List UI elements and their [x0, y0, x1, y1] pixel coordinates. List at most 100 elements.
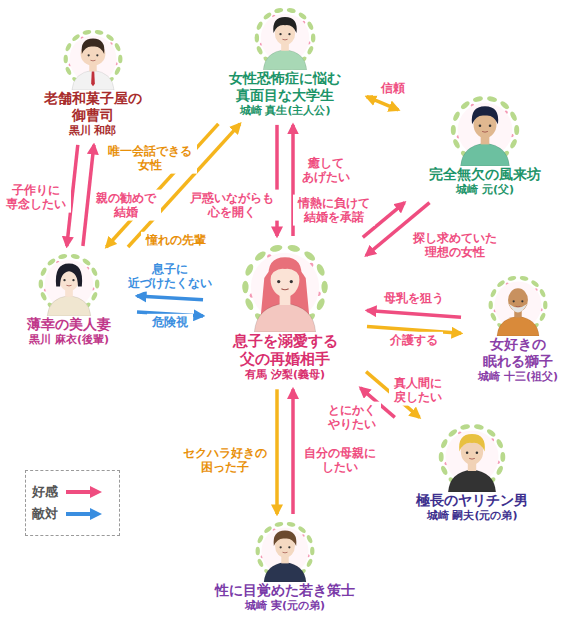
mouth	[283, 552, 288, 554]
character-node: 女性恐怖症に悩む 真面目な大学生城崎 真生(主人公)	[207, 4, 363, 121]
relation-label: 母乳を狙う	[379, 290, 449, 306]
eye	[521, 300, 523, 302]
hair	[56, 264, 82, 287]
relation-arrow	[367, 97, 399, 110]
leaf-decoration	[274, 521, 283, 527]
eye	[479, 124, 482, 127]
character-node: 極長のヤリチン男城崎 嗣夫(元の弟)	[389, 420, 555, 526]
swatch-head	[90, 508, 102, 520]
leaf-decoration	[63, 55, 67, 64]
leaf-decoration	[543, 301, 547, 310]
leaf-decoration	[286, 521, 295, 527]
relation-arrow	[291, 389, 295, 514]
hair	[472, 106, 498, 124]
character-title: 女好きの 眠れる獅子	[476, 336, 560, 370]
character-portrait	[449, 94, 521, 166]
relation-label: とにかく やりたい	[323, 402, 381, 433]
character-node: 息子を溺愛する 父の再婚相手有馬 汐梨(義母)	[207, 240, 363, 385]
character-title: 息子を溺愛する 父の再婚相手	[226, 332, 344, 368]
eye	[288, 546, 290, 548]
leaf-decoration	[514, 125, 519, 135]
beard	[509, 304, 528, 313]
character-portrait	[487, 274, 549, 336]
swatch-line	[66, 490, 92, 494]
leaf-decoration	[460, 423, 471, 430]
body	[71, 70, 113, 90]
relation-label: 癒して あげたい	[297, 155, 355, 186]
relation-label: 危険視	[147, 314, 193, 330]
relation-arrow	[275, 389, 279, 514]
character-title: 薄幸の美人妻	[14, 316, 124, 333]
leaf-decoration	[487, 96, 498, 103]
head	[508, 288, 528, 312]
eye	[466, 452, 469, 455]
relation-label: 唯一会話できる 女性	[103, 143, 197, 174]
eye	[280, 546, 282, 548]
leaf-decoration	[242, 281, 248, 294]
relation-label: 憧れの先輩	[141, 232, 211, 248]
mouth	[66, 285, 71, 287]
leaf-decoration	[472, 96, 483, 103]
character-title: 女性恐怖症に悩む 真面目な大学生	[222, 70, 348, 104]
leaf-decoration	[70, 253, 80, 259]
leaf-decoration	[58, 253, 68, 259]
leaf-decoration	[310, 547, 314, 556]
leaf-decoration	[118, 55, 122, 64]
eye	[63, 279, 65, 281]
hair	[459, 434, 485, 452]
mouth	[281, 288, 288, 290]
leaf-decoration	[82, 29, 91, 35]
swatch-line	[66, 512, 92, 516]
relation-label: 自分の母親に したい	[299, 445, 381, 476]
body	[497, 316, 539, 336]
eye	[279, 33, 281, 35]
relation-label: 探し求めていた 理想の女性	[408, 230, 502, 261]
leaf-decoration	[39, 280, 43, 289]
character-portrait	[437, 422, 507, 492]
character-title: 完全無欠の風来坊	[415, 166, 555, 183]
character-name: 城崎 十三(祖父)	[465, 370, 571, 384]
character-title: 老舗和菓子屋の 御曹司	[39, 90, 147, 124]
eye	[87, 54, 89, 56]
character-title: 性に目覚めた若き策士	[205, 582, 365, 599]
character-title: 極長のヤリチン男	[402, 492, 542, 509]
leaf-decoration	[274, 7, 284, 13]
leaf-decoration	[269, 244, 283, 253]
hair	[274, 531, 297, 547]
leaf-decoration	[287, 244, 301, 253]
relation-arrow	[367, 311, 461, 318]
character-name: 城崎 真生(主人公)	[207, 104, 363, 118]
body	[263, 50, 307, 70]
leaf-decoration	[451, 125, 456, 135]
leaf-decoration	[95, 280, 99, 289]
mouth	[282, 39, 287, 41]
eye	[513, 300, 515, 302]
relation-label: 信頼	[373, 80, 413, 96]
swatch-head	[90, 486, 102, 498]
leaf-decoration	[94, 29, 103, 35]
legend-text: 敵対	[32, 505, 58, 523]
legend-swatch	[64, 507, 104, 521]
eye	[288, 33, 290, 35]
leaf-decoration	[256, 547, 260, 556]
legend-text: 好感	[32, 483, 58, 501]
character-node: 女好きの 眠れる獅子城崎 十三(祖父)	[465, 272, 571, 387]
character-name: 黒川 和郎	[27, 124, 158, 138]
character-portrait	[62, 28, 124, 90]
hair	[273, 17, 297, 33]
mouth	[90, 60, 95, 62]
leaf-decoration	[439, 452, 444, 462]
character-portrait	[254, 520, 316, 582]
eye	[489, 124, 492, 127]
leaf-decoration	[286, 7, 296, 13]
relation-label: セクハラ好きの 困った子	[178, 445, 272, 476]
character-name: 城崎 嗣夫(元の弟)	[389, 509, 555, 523]
relation-arrow	[137, 296, 203, 300]
leaf-decoration	[519, 275, 528, 281]
relation-label: 親の勧めで 結婚	[91, 190, 161, 221]
body	[448, 470, 496, 492]
eye	[290, 280, 293, 283]
body	[461, 143, 510, 166]
leaf-decoration	[321, 281, 327, 294]
mouth	[482, 131, 488, 133]
